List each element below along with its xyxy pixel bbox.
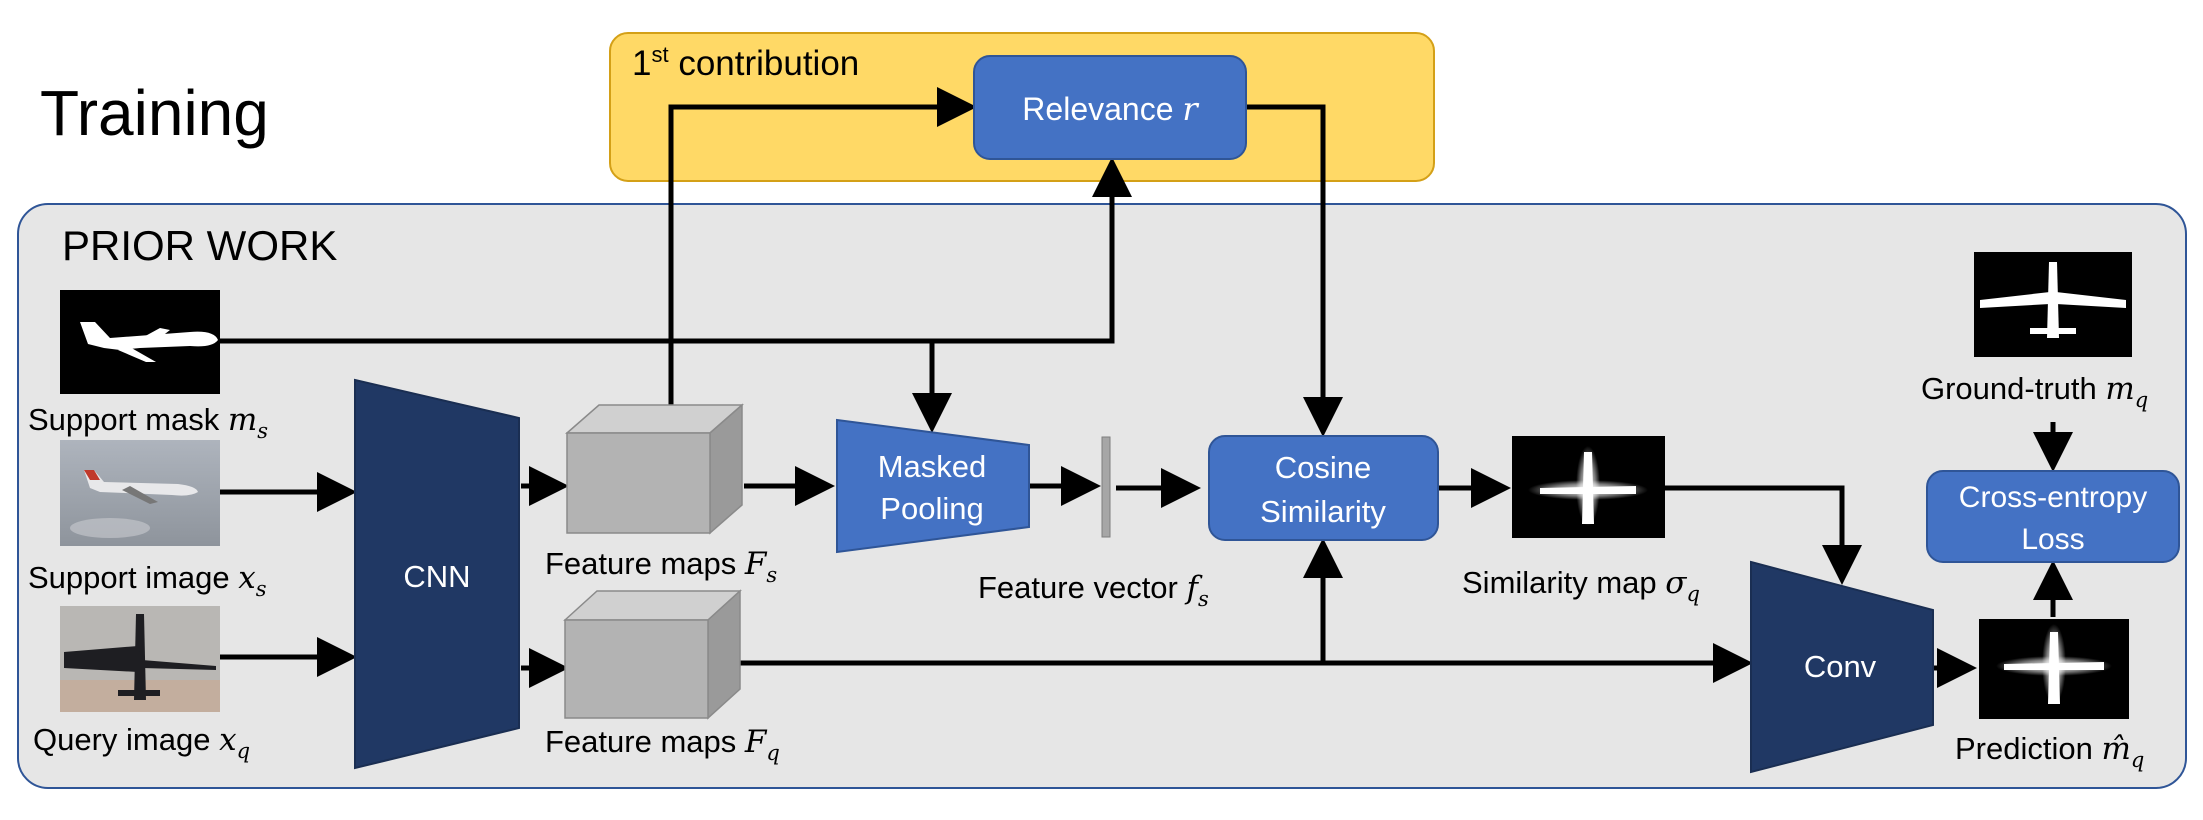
arrow-simmap-to-conv — [1665, 485, 1862, 585]
airplane-silhouette-icon — [1980, 262, 2126, 338]
relevance-node: Relevance r — [973, 55, 1247, 160]
cosine-line1: Cosine — [1275, 450, 1372, 485]
airplane-silhouette-icon — [80, 322, 218, 362]
loss-line2: Loss — [2021, 523, 2084, 556]
page-title: Training — [40, 77, 269, 149]
prior-work-label: PRIOR WORK — [62, 222, 337, 269]
masked-pooling-line2: Pooling — [880, 491, 983, 526]
relevance-symbol: r — [1182, 90, 1199, 128]
loss-line1: Cross-entropy — [1959, 481, 2147, 514]
support-image — [60, 440, 220, 546]
arrow-fs-to-relevance — [668, 87, 977, 405]
prediction-image — [1979, 619, 2129, 719]
arrow-mask-to-relevance — [218, 157, 1132, 344]
cnn-label: CNN — [403, 559, 470, 594]
conv-label: Conv — [1804, 649, 1877, 684]
support-mask-image — [60, 290, 220, 394]
conv-node: Conv — [1750, 560, 1934, 774]
connections — [218, 87, 2073, 688]
feature-map-fs-cube — [565, 403, 744, 535]
airplane-photo-icon — [64, 614, 216, 700]
cosine-similarity-node: Cosine Similarity — [1208, 435, 1439, 541]
support-mask-label: Support mask ms — [28, 402, 268, 443]
ground-truth-label: Ground-truth mq — [1921, 371, 2148, 412]
similarity-map-label: Similarity map σq — [1462, 565, 1700, 606]
feature-vector-label: Feature vector fs — [978, 570, 1209, 611]
arrow-relevance-to-cosine — [1246, 104, 1343, 437]
airplane-photo-icon — [70, 470, 198, 538]
cnn-node: CNN — [354, 378, 520, 770]
svg-text:Relevance r: Relevance r — [1022, 90, 1199, 128]
query-image — [60, 606, 220, 712]
cosine-line2: Similarity — [1260, 494, 1386, 529]
feature-maps-fq-label: Feature maps Fq — [545, 724, 780, 765]
similarity-map-image — [1512, 436, 1665, 538]
contribution-label: 1st contribution — [632, 42, 859, 83]
query-image-label: Query image xq — [33, 722, 250, 763]
feature-vector-bar — [1101, 436, 1111, 538]
support-image-label: Support image xs — [28, 560, 267, 601]
feature-map-fq-cube — [563, 589, 742, 720]
prediction-label: Prediction m̂q — [1955, 731, 2144, 772]
feature-maps-fs-label: Feature maps Fs — [545, 546, 777, 587]
airplane-heatmap-icon — [1996, 624, 2112, 704]
ground-truth-image — [1974, 252, 2132, 357]
relevance-label: Relevance — [1022, 91, 1182, 127]
cross-entropy-loss-node: Cross-entropy Loss — [1926, 470, 2180, 563]
masked-pooling-line1: Masked — [878, 449, 987, 484]
airplane-heatmap-icon — [1528, 446, 1648, 526]
masked-pooling-node: Masked Pooling — [836, 418, 1030, 554]
